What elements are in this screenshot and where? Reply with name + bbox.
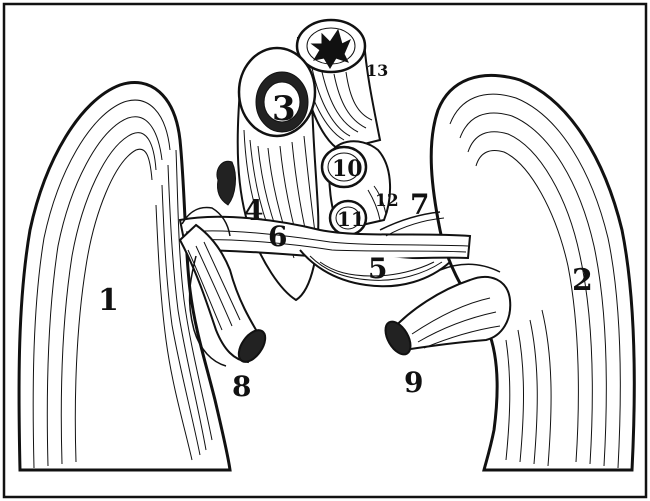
label-3: 3 xyxy=(272,89,296,129)
label-1: 1 xyxy=(98,283,119,318)
label-10: 10 xyxy=(332,156,363,182)
label-12: 12 xyxy=(375,191,399,211)
label-8: 8 xyxy=(232,370,251,403)
label-2: 2 xyxy=(572,263,593,298)
azygos-vein xyxy=(217,161,236,205)
label-13: 13 xyxy=(366,61,388,80)
label-9: 9 xyxy=(404,366,423,399)
left-lung xyxy=(431,75,634,470)
label-6: 6 xyxy=(268,220,287,253)
label-7: 7 xyxy=(410,188,429,221)
label-5: 5 xyxy=(368,252,387,285)
label-4: 4 xyxy=(244,194,263,227)
label-11: 11 xyxy=(337,207,365,231)
superior-vena-cava xyxy=(238,48,319,300)
